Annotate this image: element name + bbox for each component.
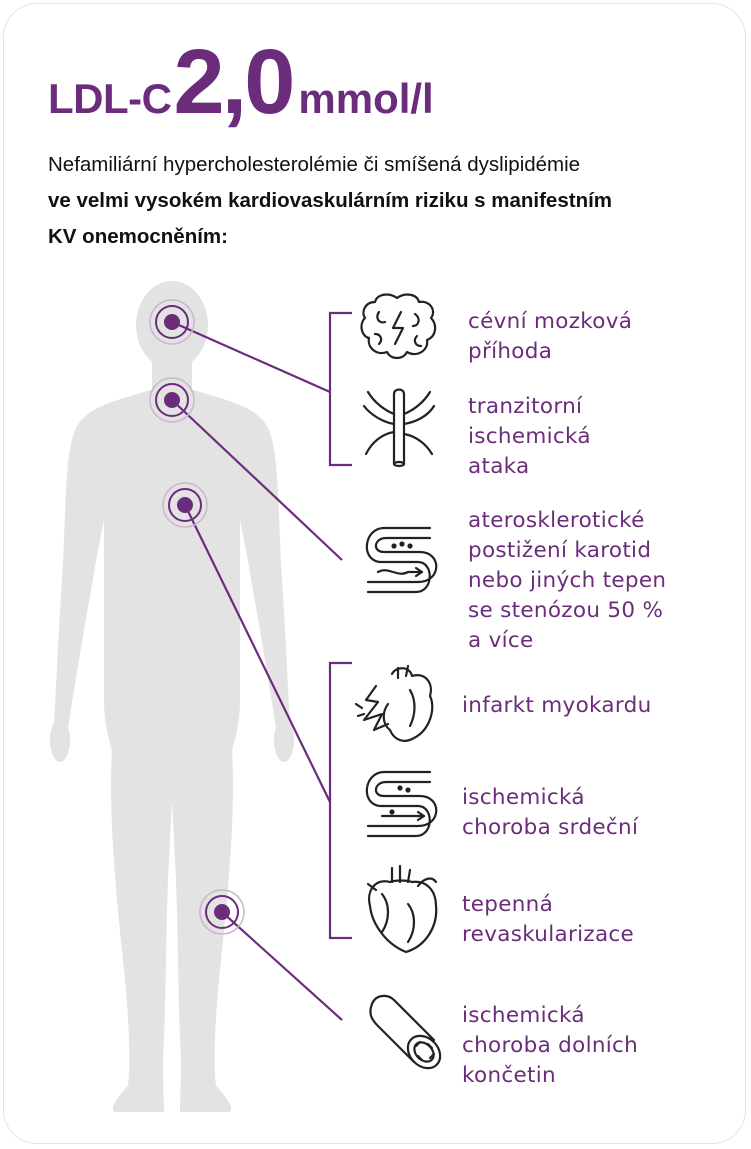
brain-icon <box>360 293 437 360</box>
target-ring-neck <box>149 377 195 423</box>
human-silhouette <box>50 281 294 1112</box>
intro-line-bold-2: KV onemocněním: <box>48 225 228 248</box>
condition-label-revascularization: tepenná revaskularizace <box>462 892 635 947</box>
condition-label-stroke: cévní mozková příhoda <box>468 309 633 364</box>
target-ring-head <box>149 299 195 345</box>
intro-line-bold-1: ve velmi vysokém kardiovaskulárním rizik… <box>48 189 613 212</box>
narrowed-vessel-icon <box>365 770 438 838</box>
connector-lines <box>171 311 352 1021</box>
condition-label-ischemic-heart-disease: ischemická choroba srdeční <box>462 785 639 840</box>
title-value: 2,0 <box>173 31 295 133</box>
blood-flow-icon <box>365 526 438 594</box>
target-ring-knee <box>199 889 245 935</box>
target-ring-chest <box>162 482 208 528</box>
title-unit: mmol/l <box>298 75 434 122</box>
condition-label-tia: tranzitorní ischemická ataka <box>468 394 591 479</box>
condition-label-atherosclerosis: aterosklerotické postižení karotid nebo … <box>468 508 667 653</box>
heart-attack-icon <box>354 664 434 742</box>
heart-icon <box>366 864 438 954</box>
artery-branch-icon <box>362 388 436 468</box>
intro-line-normal: Nefamiliární hypercholesterolémie či smí… <box>48 153 581 176</box>
condition-label-myocardial-infarction: infarkt myokardu <box>462 693 652 718</box>
title-ldl: LDL-C <box>48 75 172 122</box>
condition-label-peripheral-disease: ischemická choroba dolních končetin <box>462 1003 639 1088</box>
vessel-cross-section-icon <box>369 994 442 1070</box>
intro-text: Nefamiliární hypercholesterolémie či smí… <box>48 147 728 255</box>
